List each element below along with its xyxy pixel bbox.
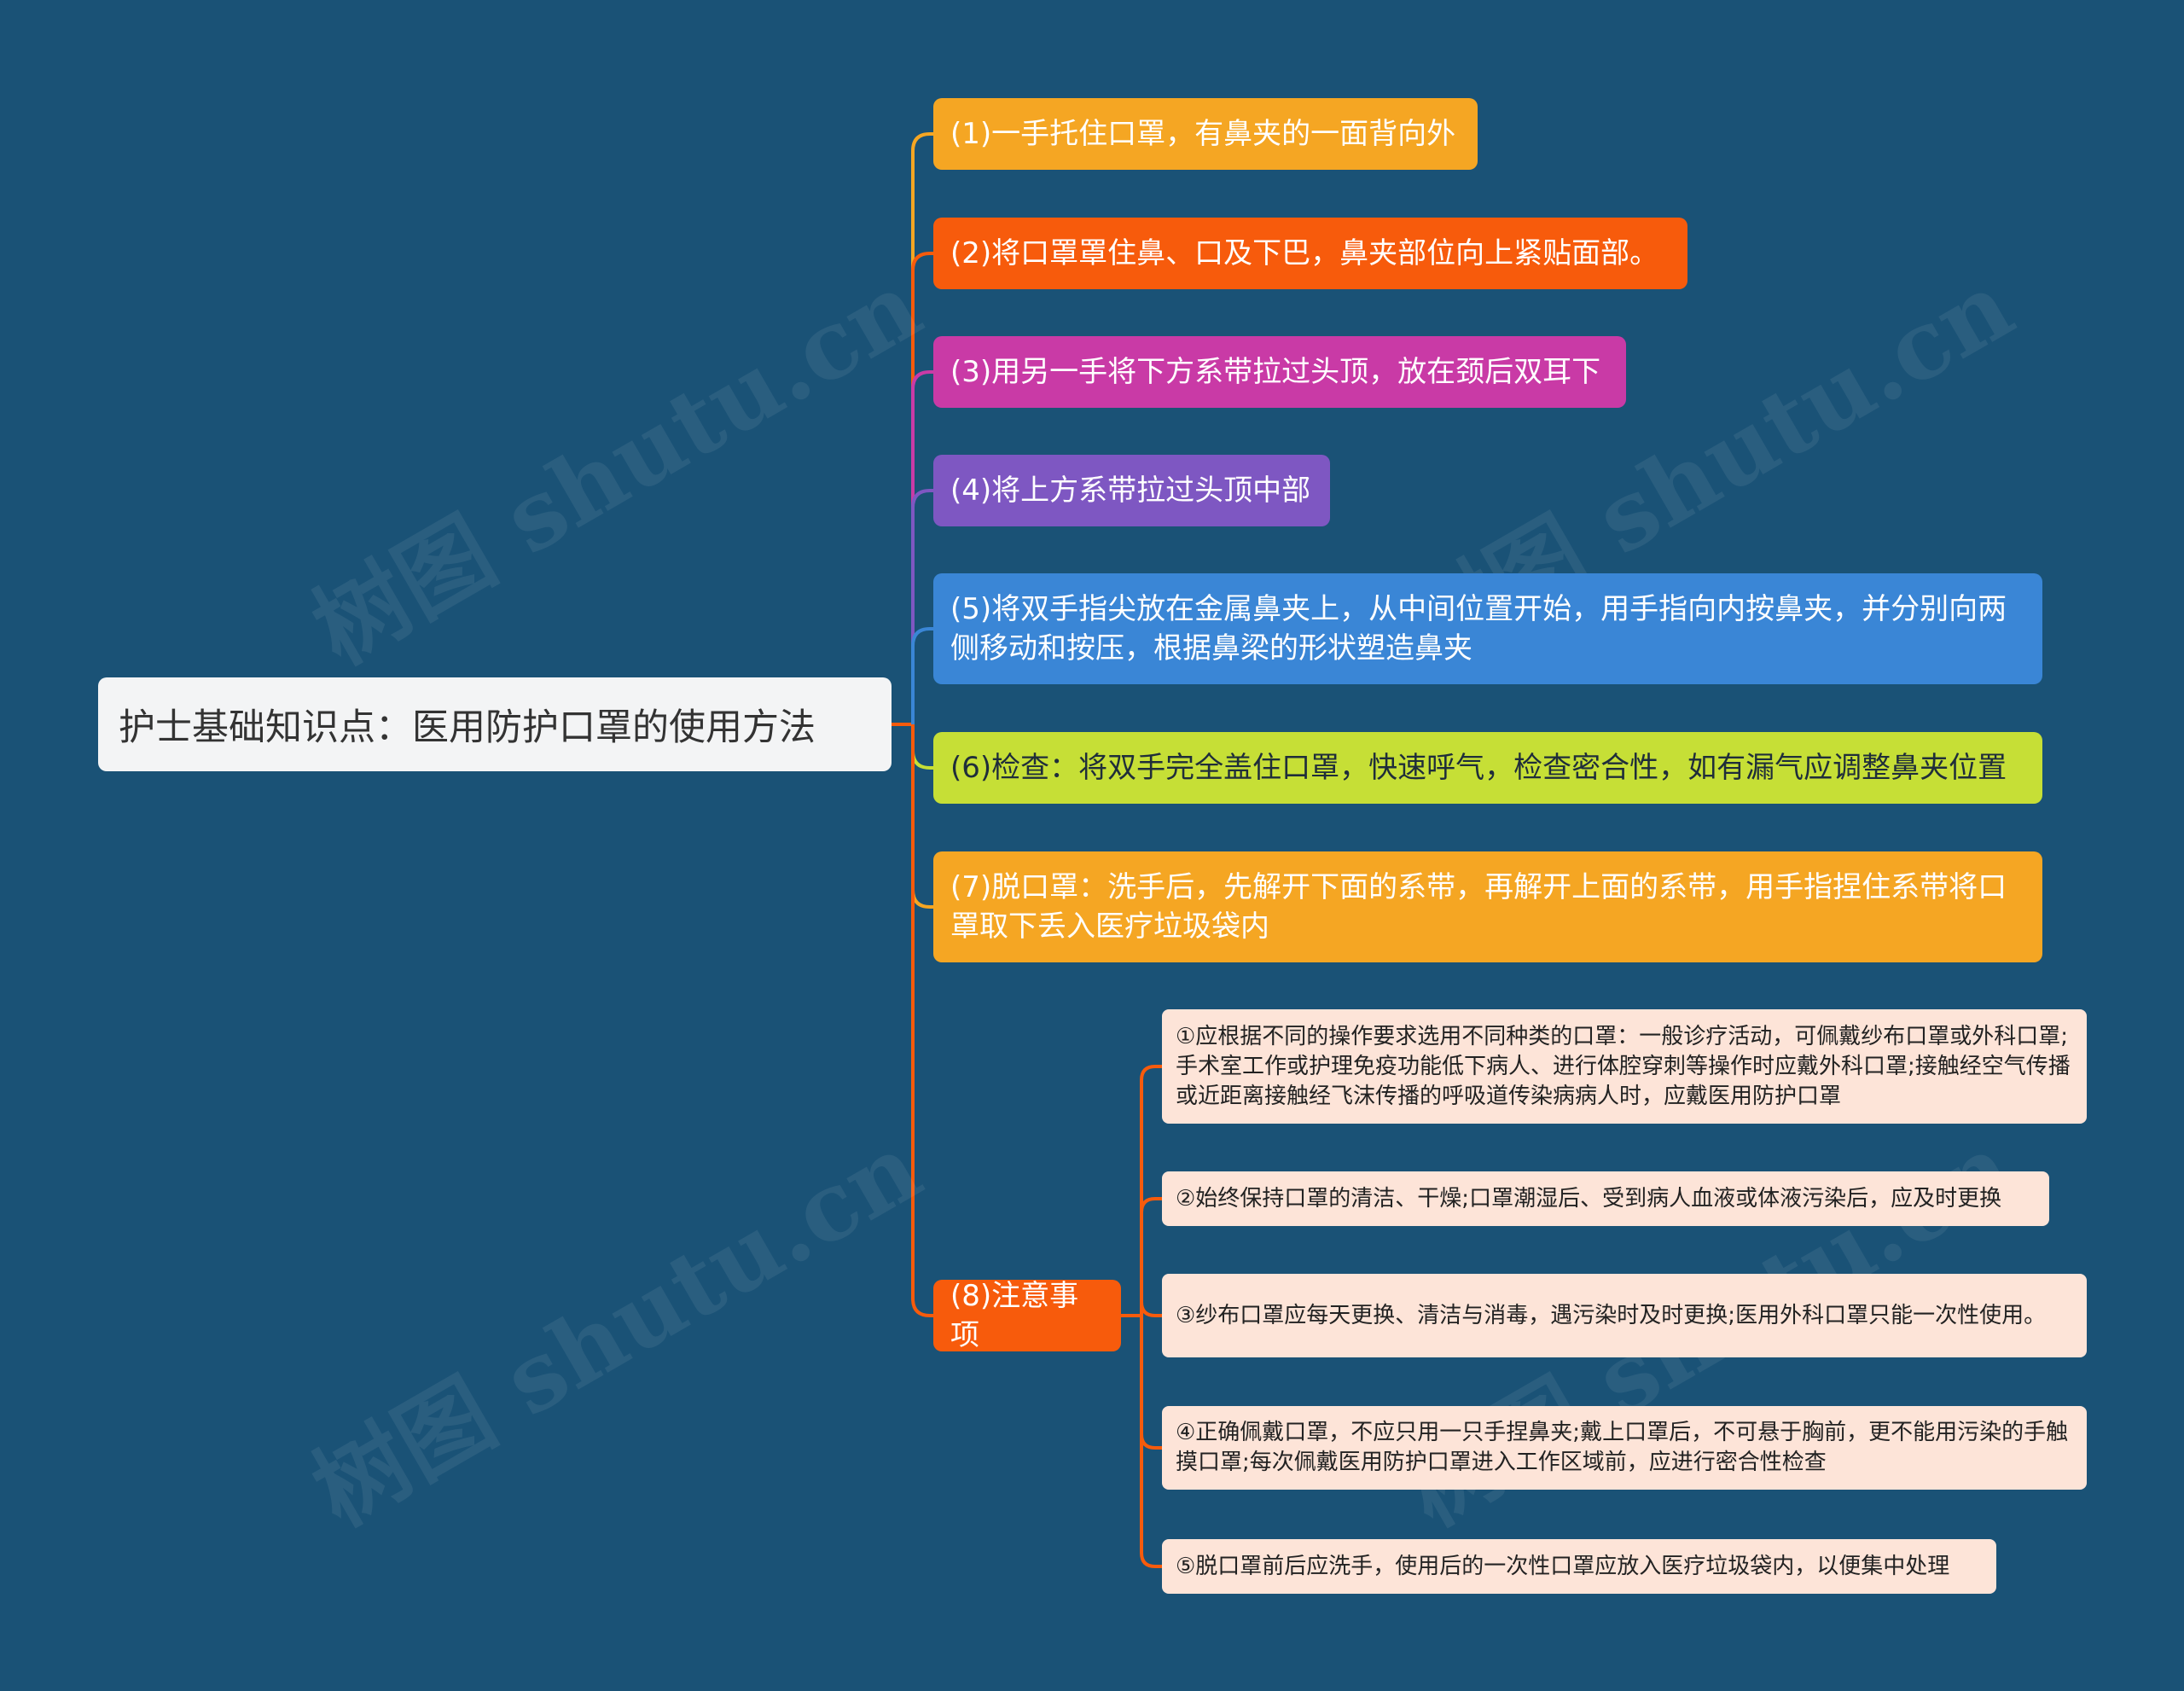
branch-connector (911, 724, 933, 770)
note-connector (1140, 1316, 1162, 1450)
branch-step-8-notes[interactable]: (8)注意事项 (933, 1279, 1121, 1352)
branch-connector (911, 252, 933, 724)
branch-step-2[interactable]: (2)将口罩罩住鼻、口及下巴，鼻夹部位向上紧贴面部。 (933, 218, 1687, 289)
note-label: ④正确佩戴口罩，不应只用一只手捏鼻夹;戴上口罩后，不可悬于胸前，更不能用污染的手… (1176, 1420, 2069, 1475)
branch-step-6[interactable]: (6)检查：将双手完全盖住口罩，快速呼气，检查密合性，如有漏气应调整鼻夹位置 (933, 732, 2042, 804)
note-item-3[interactable]: ③纱布口罩应每天更换、清洁与消毒，遇污染时及时更换;医用外科口罩只能一次性使用。 (1162, 1274, 2087, 1357)
branch-connector (911, 627, 933, 724)
branch-label: (7)脱口罩：洗手后，先解开下面的系带，再解开上面的系带，用手指捏住系带将口罩取… (950, 870, 2007, 944)
note-label: ①应根据不同的操作要求选用不同种类的口罩：一般诊疗活动，可佩戴纱布口罩或外科口罩… (1176, 1023, 2071, 1109)
note-item-5[interactable]: ⑤脱口罩前后应洗手，使用后的一次性口罩应放入医疗垃圾袋内，以便集中处理 (1162, 1539, 1996, 1594)
note-item-4[interactable]: ④正确佩戴口罩，不应只用一只手捏鼻夹;戴上口罩后，不可悬于胸前，更不能用污染的手… (1162, 1406, 2087, 1490)
branch-label: (1)一手托住口罩，有鼻夹的一面背向外 (950, 117, 1456, 151)
branch-label: (6)检查：将双手完全盖住口罩，快速呼气，检查密合性，如有漏气应调整鼻夹位置 (950, 751, 2007, 785)
note-label: ③纱布口罩应每天更换、清洁与消毒，遇污染时及时更换;医用外科口罩只能一次性使用。 (1176, 1302, 2047, 1328)
branch-label: (2)将口罩罩住鼻、口及下巴，鼻夹部位向上紧贴面部。 (950, 236, 1659, 270)
branch-connector (911, 370, 933, 724)
note-connector (1140, 1316, 1162, 1568)
branch-connector (911, 724, 933, 909)
branch-label: (4)将上方系带拉过头顶中部 (950, 474, 1311, 508)
branch-step-5[interactable]: (5)将双手指尖放在金属鼻夹上，从中间位置开始，用手指向内按鼻夹，并分别向两侧移… (933, 573, 2042, 684)
root-topic-label: 护士基础知识点：医用防护口罩的使用方法 (119, 706, 816, 749)
branch-connector (911, 489, 933, 724)
note-label: ⑤脱口罩前后应洗手，使用后的一次性口罩应放入医疗垃圾袋内，以便集中处理 (1176, 1553, 1950, 1579)
note-connector (1140, 1197, 1162, 1316)
branch-step-1[interactable]: (1)一手托住口罩，有鼻夹的一面背向外 (933, 98, 1478, 170)
branch-label: (5)将双手指尖放在金属鼻夹上，从中间位置开始，用手指向内按鼻夹，并分别向两侧移… (950, 592, 2007, 665)
root-topic[interactable]: 护士基础知识点：医用防护口罩的使用方法 (98, 677, 892, 771)
note-item-1[interactable]: ①应根据不同的操作要求选用不同种类的口罩：一般诊疗活动，可佩戴纱布口罩或外科口罩… (1162, 1009, 2087, 1124)
branch-step-7[interactable]: (7)脱口罩：洗手后，先解开下面的系带，再解开上面的系带，用手指捏住系带将口罩取… (933, 851, 2042, 962)
branch-label: (8)注意事项 (950, 1279, 1079, 1352)
branch-label: (3)用另一手将下方系带拉过头顶，放在颈后双耳下 (950, 355, 1601, 389)
branch-connector (911, 724, 933, 1317)
branch-connector (911, 132, 933, 724)
branch-step-3[interactable]: (3)用另一手将下方系带拉过头顶，放在颈后双耳下 (933, 336, 1626, 408)
branch-step-4[interactable]: (4)将上方系带拉过头顶中部 (933, 455, 1330, 526)
note-label: ②始终保持口罩的清洁、干燥;口罩潮湿后、受到病人血液或体液污染后，应及时更换 (1176, 1185, 2002, 1212)
note-connector (1140, 1065, 1162, 1316)
note-connector (1140, 1301, 1162, 1317)
note-item-2[interactable]: ②始终保持口罩的清洁、干燥;口罩潮湿后、受到病人血液或体液污染后，应及时更换 (1162, 1171, 2049, 1226)
